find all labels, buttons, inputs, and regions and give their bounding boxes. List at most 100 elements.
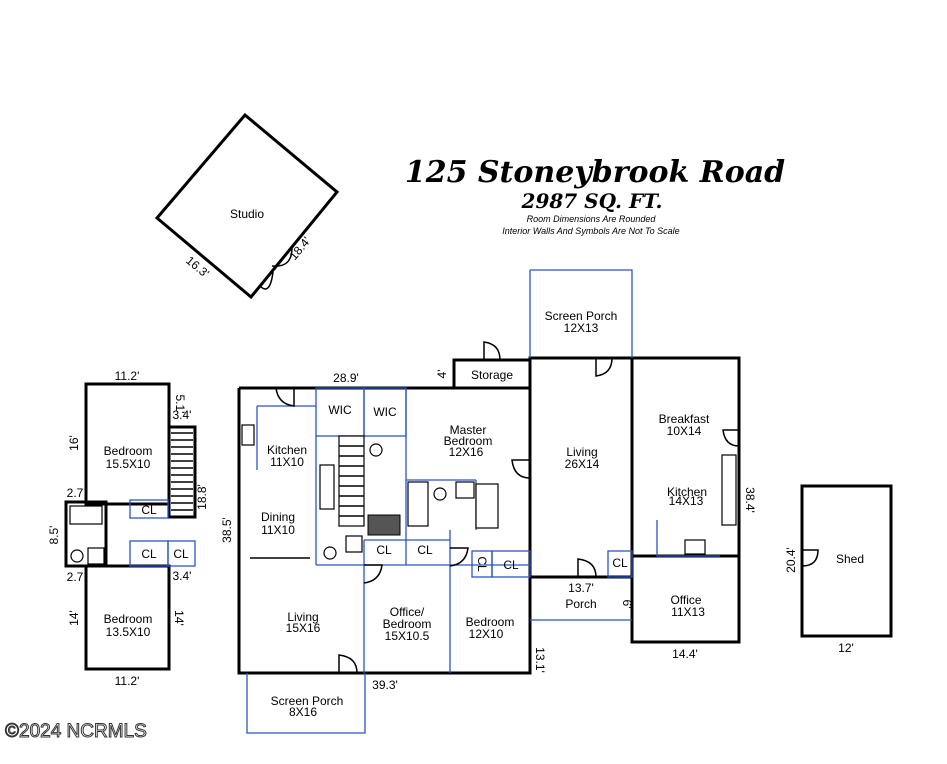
master-toilet	[433, 487, 447, 501]
upper-dim-small2: 3.4'	[173, 408, 192, 422]
office-size: 11X13	[671, 605, 705, 619]
hall-sink	[345, 535, 363, 553]
upper-bedroom2-walls	[84, 564, 171, 671]
main-dim-bottom: 39.3'	[372, 678, 398, 692]
breakfast-label: Breakfast	[659, 412, 710, 426]
shed-label: Shed	[836, 552, 864, 566]
upper-dim-left-bottom: 14'	[67, 610, 81, 626]
closet-label-1: CL	[376, 543, 392, 557]
fireplace-hearth	[367, 514, 401, 536]
upper-closet3-outline	[167, 540, 196, 567]
main-dim-storage: 4'	[435, 370, 449, 379]
storage-label: Storage	[471, 368, 513, 382]
upper-dim-small3: 3.4'	[173, 569, 192, 583]
living-label: Living	[287, 610, 318, 624]
upper-dim-bath-bottom: 2.7	[67, 570, 84, 584]
porch-dim: 13.7'	[568, 581, 594, 595]
closet-label-3: CL	[475, 556, 489, 572]
porch-entry-door	[577, 558, 597, 578]
upper-dim-small1: 5.1'	[173, 395, 187, 414]
kitchen2-range	[684, 539, 706, 555]
wic2-label: WIC	[373, 405, 397, 419]
square-footage: 2987 SQ. FT.	[521, 189, 663, 213]
main-dim-left: 38.5'	[220, 517, 234, 543]
wic-toilet	[369, 443, 383, 457]
living-big-size: 26X14	[565, 457, 600, 471]
master-tub	[407, 481, 429, 527]
office-label: Office	[670, 593, 701, 607]
studio-door-swing	[259, 271, 274, 290]
upper-bedroom1-size: 15.5X10	[106, 457, 151, 471]
main-dim-top: 28.9'	[333, 371, 359, 385]
screen-porch-top-size: 12X13	[564, 321, 599, 335]
shed: Shed 20.4' 12'	[784, 484, 893, 655]
studio-dim-a: 16.3'	[183, 253, 212, 280]
upper-bath-walls	[64, 500, 108, 568]
living-size: 15X16	[286, 621, 321, 635]
porch-label: Porch	[565, 597, 596, 611]
upper-sink	[87, 547, 105, 565]
main-floor: Kitchen 11X10 Dining 11X10 WIC WIC Maste…	[220, 269, 757, 734]
studio-door	[271, 247, 293, 267]
shed-door	[801, 549, 819, 567]
dining-size: 11X10	[261, 523, 295, 537]
kitchen-stove	[241, 424, 255, 446]
studio-walls	[154, 112, 340, 300]
screen-porch-bottom-label: Screen Porch	[271, 694, 344, 708]
upper-toilet	[70, 549, 84, 563]
upper-dim-bath-height: 8.5'	[47, 526, 61, 545]
master-label-1: Master	[450, 423, 487, 437]
master-size: 12X16	[449, 445, 484, 459]
office-bedroom-label-1: Office/	[390, 605, 425, 619]
bedroom-door	[449, 547, 469, 567]
office-door	[363, 564, 383, 584]
wic1-label: WIC	[328, 403, 352, 417]
breakfast-size: 10X14	[667, 424, 702, 438]
closet-label-2: CL	[417, 543, 433, 557]
breakfast-door	[722, 429, 740, 447]
kitchen-size: 11X10	[270, 455, 304, 469]
bedroom-size: 12X10	[469, 627, 504, 641]
porch-door	[595, 357, 613, 377]
office-dim-bottom: 14.4'	[672, 647, 698, 661]
upper-closet1-label: CL	[141, 503, 157, 517]
kitchen2-counter	[721, 454, 737, 526]
shed-dim-height: 20.4'	[784, 547, 798, 573]
upper-dim-left-top: 16'	[67, 435, 81, 451]
master-vanity	[475, 483, 499, 529]
upper-stairs	[171, 432, 193, 511]
living-big-label: Living	[566, 445, 597, 459]
screen-porch-bottom-size: 8X16	[289, 705, 317, 719]
note-dimensions: Room Dimensions Are Rounded	[527, 214, 657, 224]
note-scale: Interior Walls And Symbols Are Not To Sc…	[502, 226, 679, 236]
office-bedroom-size: 15X10.5	[385, 629, 430, 643]
kitchen-counter	[319, 464, 335, 510]
kitchen2-size: 14X13	[669, 494, 704, 508]
upper-closet1-outline	[129, 499, 169, 519]
upper-dim-top: 11.2'	[115, 369, 140, 383]
upper-bedroom1-label: Bedroom	[104, 444, 153, 458]
upper-bedroom2-label: Bedroom	[104, 612, 153, 626]
dining-label: Dining	[261, 510, 295, 524]
closet-label-4: CL	[503, 558, 519, 572]
screen-porch-top-label: Screen Porch	[545, 309, 618, 323]
porch-dim-depth: 6'	[620, 600, 634, 609]
shed-walls	[800, 484, 893, 638]
upper-stairs-walls	[167, 425, 197, 519]
storage-door	[483, 341, 501, 361]
bedroom-label: Bedroom	[466, 615, 515, 629]
upper-bedroom2-size: 13.5X10	[106, 625, 151, 639]
interior-partitions	[246, 269, 720, 734]
kitchen-label: Kitchen	[267, 443, 307, 457]
upper-closet3-label: CL	[173, 547, 189, 561]
main-dim-right-bottom: 13.1'	[533, 647, 547, 673]
office-bedroom-label-2: Bedroom	[383, 617, 432, 631]
kitchen-door	[275, 387, 295, 407]
main-stair-treads	[339, 445, 364, 517]
main-stairs	[338, 435, 365, 527]
upper-floor: Bedroom 15.5X10 Bedroom 13.5X10 CL CL CL…	[47, 369, 209, 688]
master-sink	[455, 481, 475, 499]
studio-dim-b: 18.4'	[286, 234, 313, 263]
shed-dim-width: 12'	[838, 641, 854, 655]
